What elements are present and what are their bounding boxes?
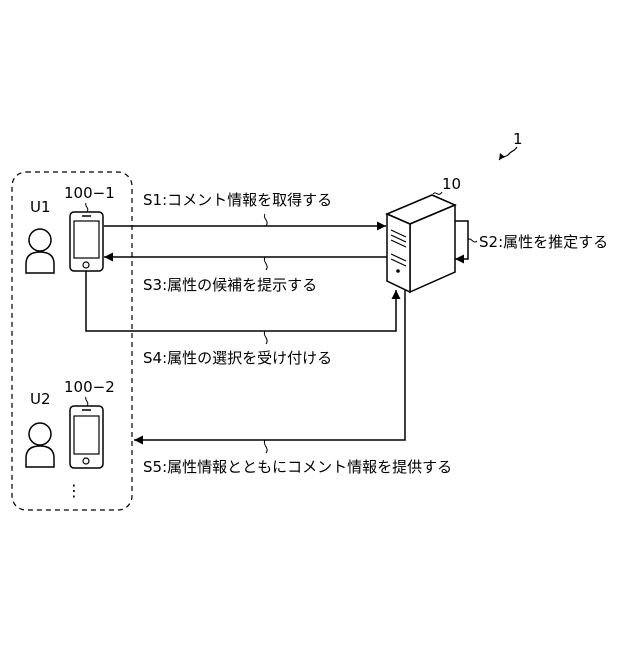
s4-label: S4:属性の選択を受け付ける: [143, 349, 332, 367]
person-icon: [26, 229, 54, 273]
step-s5: S5:属性情報とともにコメント情報を提供する: [134, 290, 452, 476]
terminal-100-2: 100−2: [64, 378, 115, 468]
user-u2-label: U2: [30, 390, 51, 408]
step-s2: S2:属性を推定する: [455, 221, 608, 259]
more-terminals-ellipsis: ⋮: [66, 481, 82, 500]
system-reference: 1: [499, 130, 523, 160]
system-ref-arrowhead: [499, 153, 505, 160]
s2-leader: [468, 239, 477, 242]
server-10: 10: [387, 175, 461, 292]
server-ref-leader: [433, 192, 442, 194]
s1-leader: [264, 214, 267, 226]
server-ref-number: 10: [442, 175, 461, 193]
smartphone-icon: [70, 212, 103, 271]
step-s3: S3:属性の候補を提示する: [104, 257, 387, 294]
s5-leader: [264, 440, 267, 453]
s4-leader: [264, 331, 267, 344]
s3-leader: [264, 257, 267, 270]
s3-label: S3:属性の候補を提示する: [143, 276, 317, 294]
s2-loop-arrow: [455, 221, 468, 259]
s1-label: S1:コメント情報を取得する: [143, 191, 332, 209]
terminal-100-1-label: 100−1: [64, 184, 115, 202]
system-ref-number: 1: [513, 130, 523, 148]
smartphone-icon: [70, 406, 103, 468]
terminal-100-2-leader: [86, 397, 88, 406]
user-u1-label: U1: [30, 198, 51, 216]
server-icon: [387, 195, 455, 292]
user-u1: U1: [26, 198, 54, 273]
terminal-100-1: 100−1: [64, 184, 115, 271]
terminal-100-1-leader: [86, 203, 88, 212]
terminal-100-2-label: 100−2: [64, 378, 115, 396]
step-s1: S1:コメント情報を取得する: [104, 191, 386, 226]
s2-label: S2:属性を推定する: [479, 233, 608, 251]
user-u2: U2: [26, 390, 54, 467]
person-icon: [26, 423, 54, 467]
s5-label: S5:属性情報とともにコメント情報を提供する: [143, 458, 452, 476]
